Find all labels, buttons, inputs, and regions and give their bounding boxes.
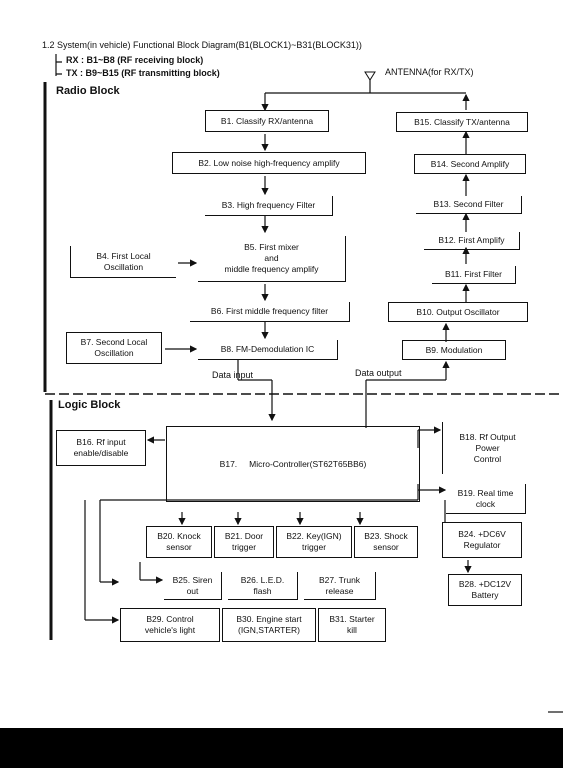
block-b17-microcontroller: B17.Micro-Controller(ST62T65BB6) [166, 426, 420, 502]
block-b9: B9. Modulation [402, 340, 506, 360]
block-b12: B12. First Amplify [424, 232, 520, 250]
block-b14: B14. Second Amplify [414, 154, 526, 174]
scan-bottom-border [0, 728, 563, 768]
block-b10: B10. Output Oscillator [388, 302, 528, 322]
block-b11: B11. First Filter [432, 266, 516, 284]
rx-range-note: RX : B1~B8 (RF receiving block) [66, 55, 204, 65]
data-output-label: Data output [355, 368, 402, 378]
block-b22: B22. Key(IGN)trigger [276, 526, 352, 558]
block-b3: B3. High frequency Filter [205, 196, 333, 216]
block-b26: B26. L.E.D.flash [228, 572, 298, 600]
block-b13: B13. Second Filter [416, 196, 522, 214]
radio-block-heading: Radio Block [56, 85, 120, 97]
block-b8: B8. FM-Demodulation IC [198, 340, 338, 360]
block-b2: B2. Low noise high-frequency amplify [172, 152, 366, 174]
block-b30: B30. Engine start(IGN,STARTER) [222, 608, 316, 642]
diagram-title: 1.2 System(in vehicle) Functional Block … [42, 40, 362, 50]
antenna-label: ANTENNA(for RX/TX) [385, 67, 474, 77]
logic-block-heading: Logic Block [58, 399, 121, 411]
data-input-label: Data input [212, 370, 254, 380]
block-b6: B6. First middle frequency filter [190, 302, 350, 322]
block-b1: B1. Classify RX/antenna [205, 110, 329, 132]
tx-range-note: TX : B9~B15 (RF transmitting block) [66, 68, 220, 78]
block-b15: B15. Classify TX/antenna [396, 112, 528, 132]
